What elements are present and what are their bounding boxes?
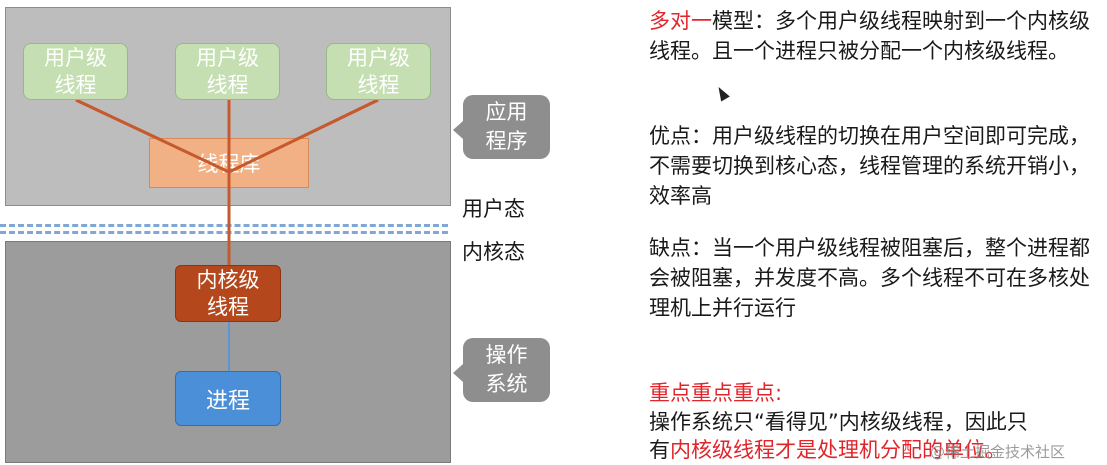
kernel-thread-label: 内核级 线程 (196, 267, 260, 319)
user-thread-label-1: 用户级 线程 (44, 45, 107, 97)
user-thread-box-2: 用户级 线程 (175, 43, 280, 100)
mouse-cursor-icon (714, 84, 730, 102)
key-point-line-2-prefix: 有 (649, 438, 670, 462)
key-point-heading: 重点重点重点: (649, 381, 783, 405)
advantages-paragraph: 优点：用户级线程的切换在用户空间即可完成，不需要切换到核心态，线程管理的系统开销… (649, 124, 1090, 208)
mode-divider-top (0, 224, 448, 227)
app-callout: 应用 程序 (453, 95, 550, 159)
mode-divider-bottom (0, 231, 448, 234)
user-thread-label-3: 用户级 线程 (347, 45, 410, 97)
disadvantages-paragraph: 缺点：当一个用户级线程被阻塞后，整个进程都会被阻塞，并发度不高。多个线程不可在多… (649, 236, 1090, 320)
connector-lines-overlay (75, 98, 379, 265)
user-thread-box-1: 用户级 线程 (23, 43, 128, 100)
process-label: 进程 (205, 388, 250, 414)
user-thread-label-2: 用户级 线程 (196, 45, 259, 97)
watermark: @稀土掘金技术社区 (930, 443, 1066, 461)
kernel-thread-box: 内核级 线程 (175, 265, 281, 322)
user-thread-box-3: 用户级 线程 (326, 43, 431, 100)
user-mode-label: 用户态 (462, 197, 525, 221)
process-box: 进程 (175, 371, 281, 426)
os-callout-label: 操作 系统 (485, 343, 528, 396)
os-callout: 操作 系统 (453, 338, 550, 402)
key-point-line-2: 有内核级线程才是处理机分配的单位。 (649, 435, 1101, 465)
model-description-text: 模型：多个用户级线程映射到一个内核级线程。且一个进程只被分配一个内核级线程。 (649, 9, 1090, 63)
key-point-highlight: 内核级线程才是处理机分配的单位。 (670, 438, 1006, 462)
kernel-mode-label: 内核态 (462, 240, 525, 264)
model-description: 多对一模型：多个用户级线程映射到一个内核级线程。且一个进程只被分配一个内核级线程… (649, 6, 1101, 66)
app-callout-label: 应用 程序 (485, 100, 528, 153)
key-point-line-1: 操作系统只“看得见”内核级线程，因此只 (649, 410, 1028, 434)
model-name: 多对一 (649, 9, 712, 33)
